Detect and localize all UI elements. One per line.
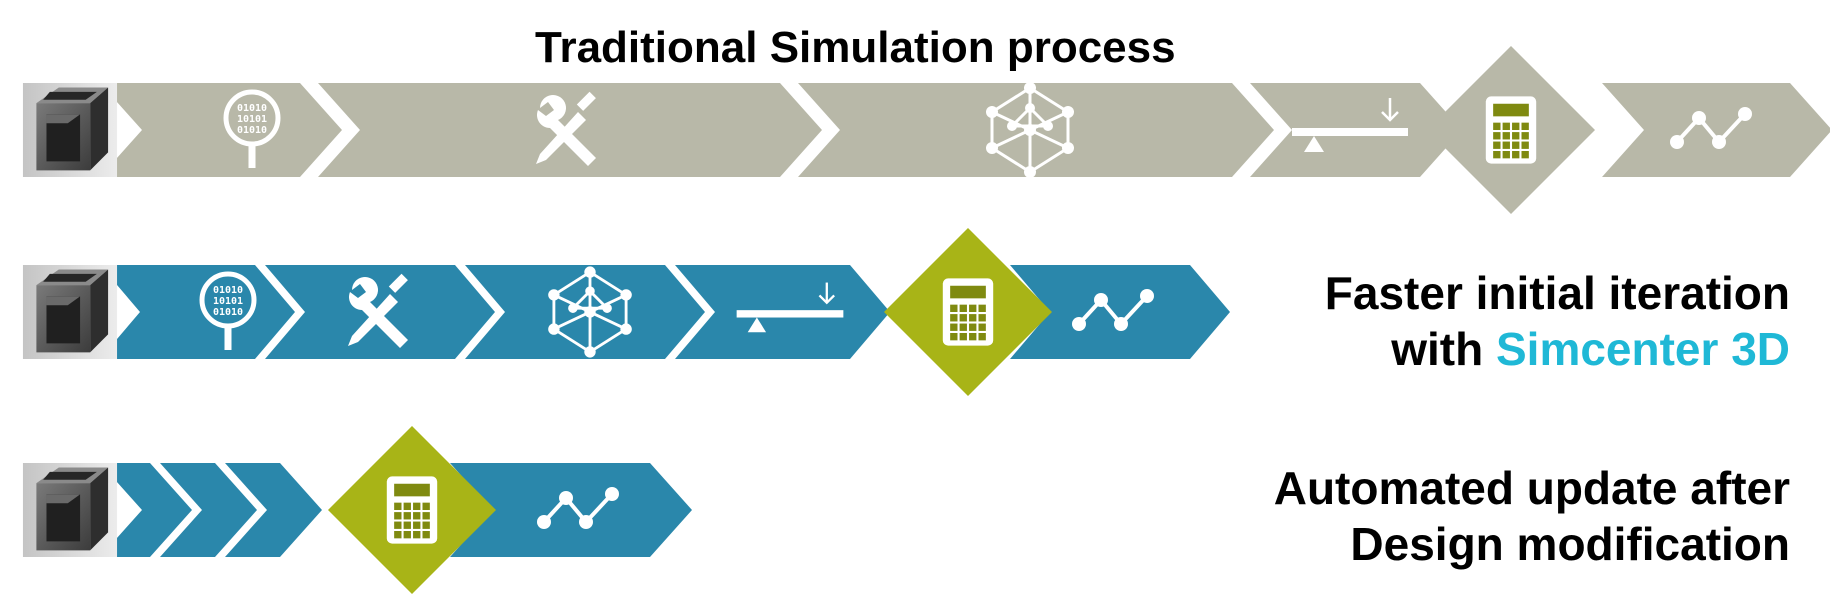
caption-line: Automated update after xyxy=(1273,462,1790,514)
calculator-icon xyxy=(386,476,438,544)
process-step-results xyxy=(1602,83,1830,177)
row-simcenter xyxy=(22,228,1230,396)
cube-model-icon xyxy=(22,82,118,178)
process-step-1 xyxy=(100,265,295,359)
process-diagram xyxy=(22,46,1830,594)
row-caption-faster-iteration: Faster initial iteration with Simcenter … xyxy=(1325,265,1790,377)
process-step-results xyxy=(450,463,692,557)
diagram-title: Traditional Simulation process xyxy=(535,23,1176,72)
process-step-2 xyxy=(160,463,257,557)
product-name: Simcenter 3D xyxy=(1495,323,1790,375)
caption-line: Faster initial iteration xyxy=(1324,267,1790,319)
calculator-icon xyxy=(1485,96,1537,164)
cube-model-icon xyxy=(22,462,118,558)
process-step-results xyxy=(1010,265,1230,359)
row-caption-automated-update: Automated update after Design modificati… xyxy=(1274,460,1790,572)
row-traditional xyxy=(22,46,1830,214)
cube-model-icon xyxy=(22,264,118,360)
caption-line: Design modification xyxy=(1350,518,1790,570)
process-step-1 xyxy=(100,83,342,177)
caption-line: with Simcenter 3D xyxy=(1325,321,1790,377)
caption-text: with xyxy=(1391,323,1496,375)
process-step-3 xyxy=(225,463,322,557)
calculator-icon xyxy=(942,278,994,346)
process-step-1 xyxy=(100,463,192,557)
row-automated xyxy=(22,426,692,594)
